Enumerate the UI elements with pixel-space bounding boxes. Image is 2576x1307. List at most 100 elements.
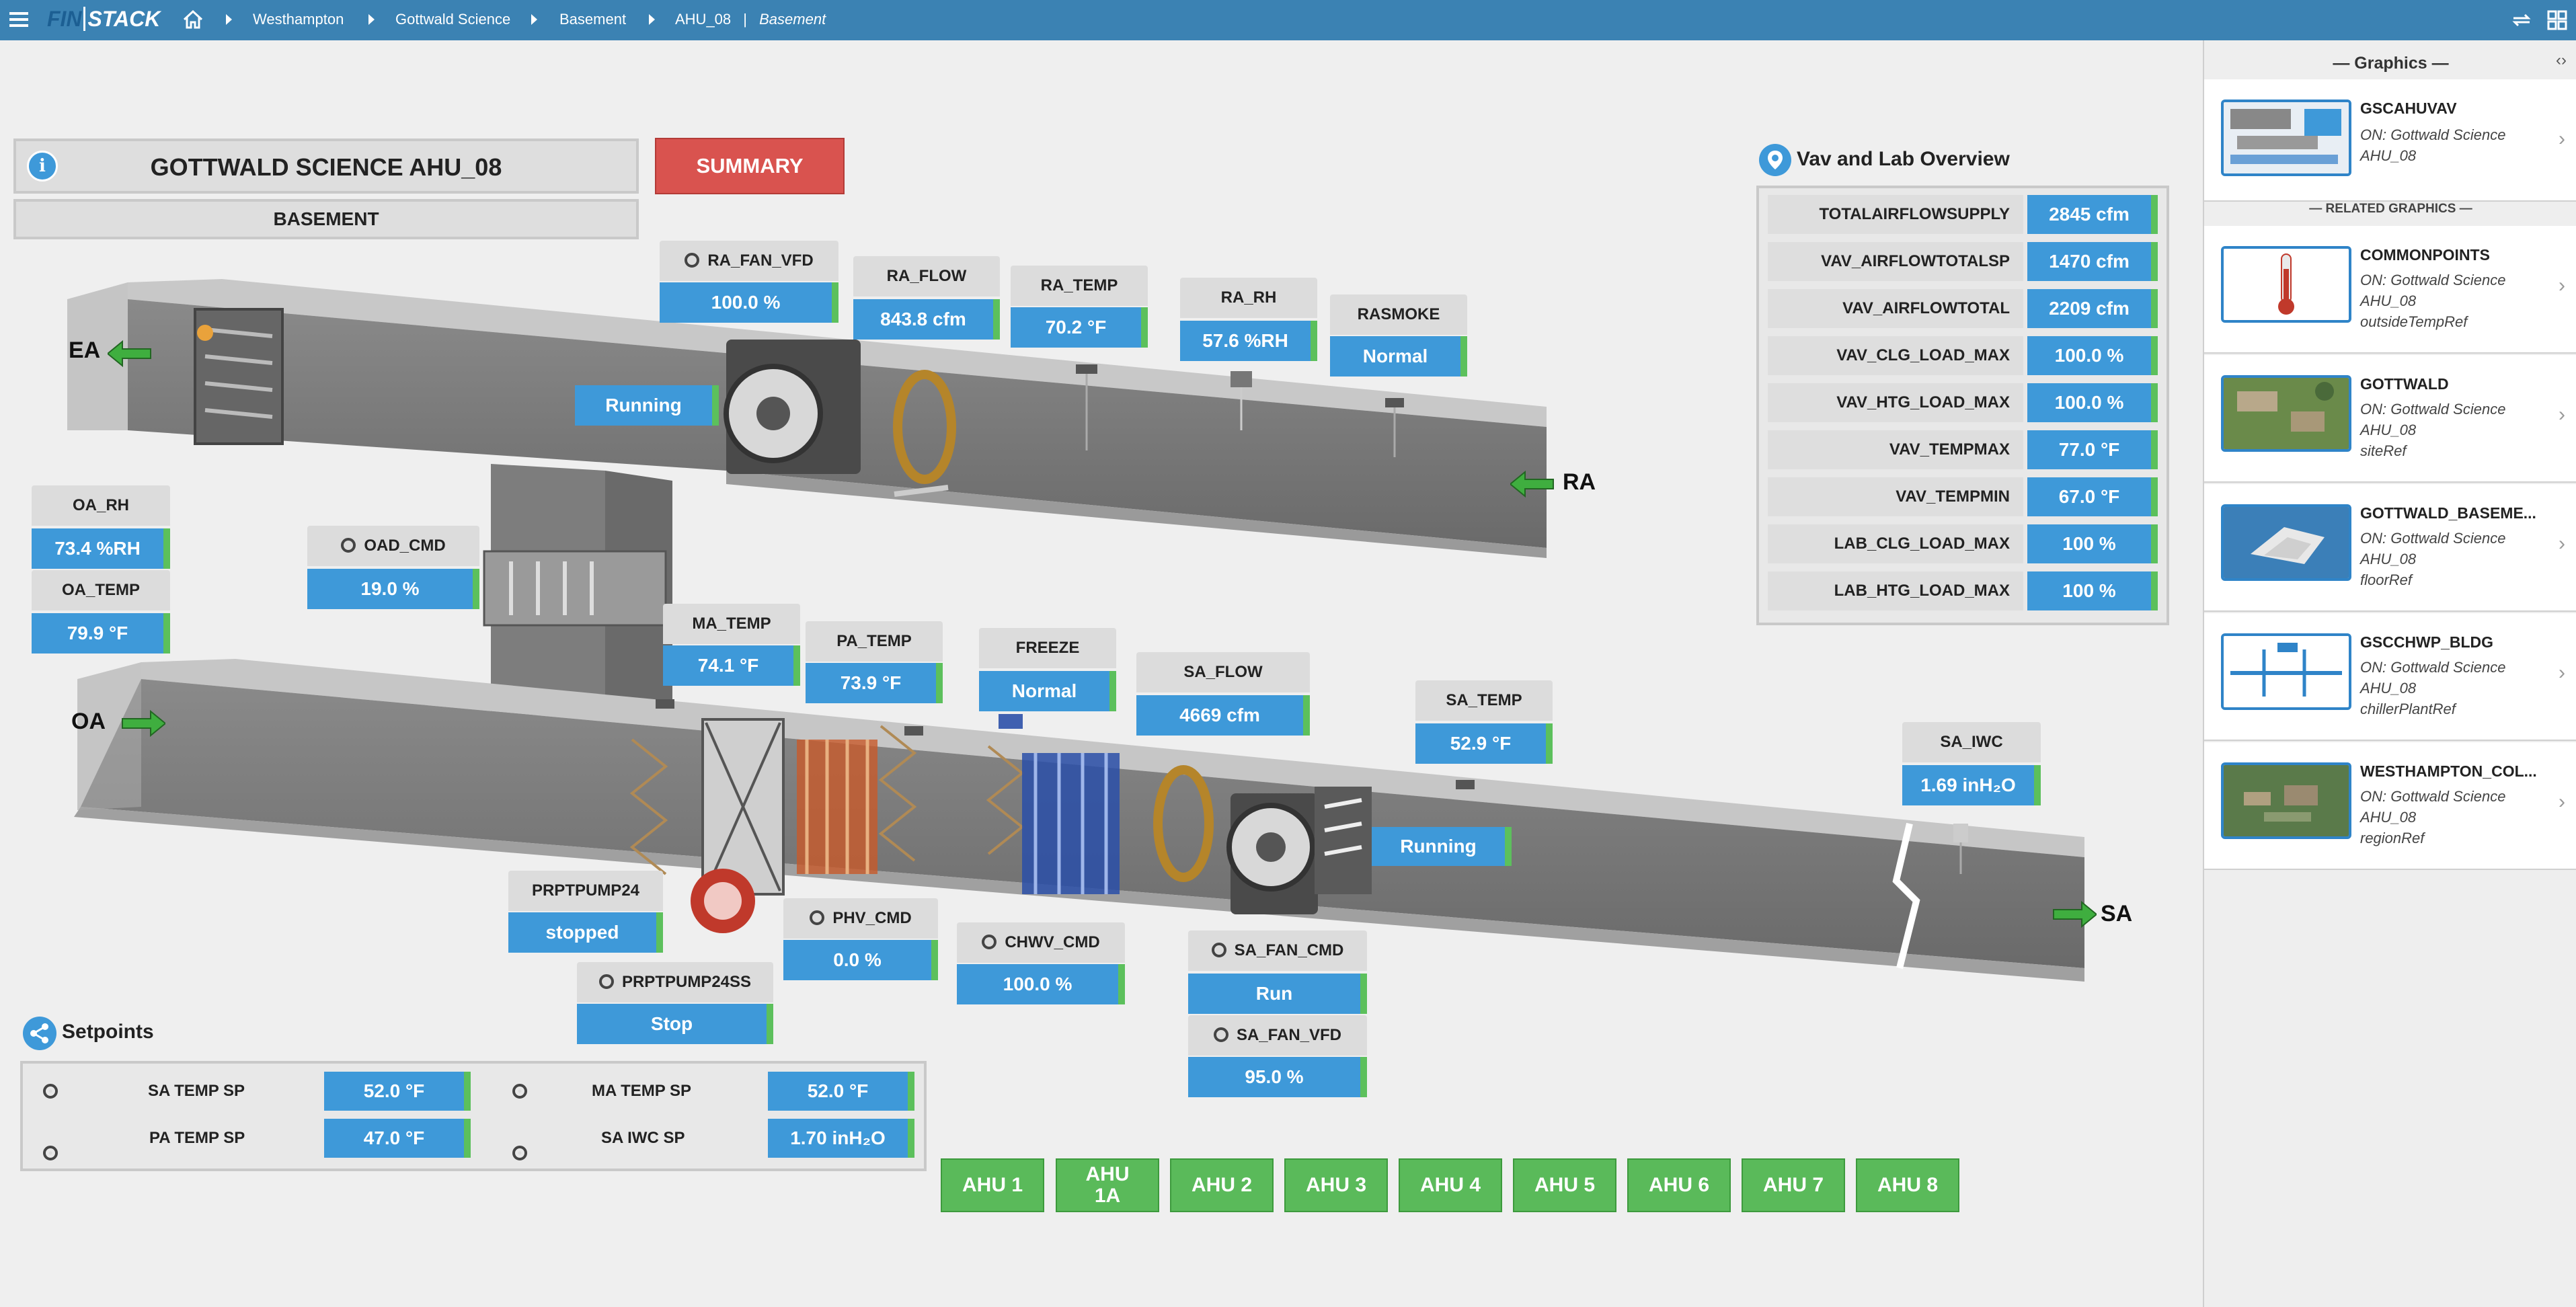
- prptpump24-widget[interactable]: PRPTPUMP24 stopped: [508, 871, 663, 953]
- sa-fan-cmd-widget[interactable]: SA_FAN_CMD Run: [1188, 930, 1367, 1014]
- ra-arrow-icon: [1510, 471, 1554, 498]
- sa-iwc-widget[interactable]: SA_IWC 1.69 inH₂O: [1902, 722, 2041, 805]
- graphic-card-gscahuvav[interactable]: GSCAHUVAV ON: Gottwald Science AHU_08 ›: [2204, 79, 2576, 202]
- oad-cmd-widget[interactable]: OAD_CMD 19.0 %: [307, 526, 479, 609]
- ahu-button-ahu-1[interactable]: AHU 1: [941, 1158, 1044, 1212]
- prptpump24-value: stopped: [508, 912, 663, 953]
- rasmoke-widget[interactable]: RASMOKE Normal: [1330, 294, 1467, 377]
- gear-icon[interactable]: [512, 1146, 528, 1160]
- card-title: GOTTWALD_BASEME...: [2360, 504, 2536, 522]
- oad-cmd-label: OAD_CMD: [307, 526, 479, 566]
- refresh-icon[interactable]: [2509, 8, 2534, 32]
- setpoint-row[interactable]: PA TEMP SP 47.0 °F SA IWC SP 1.70 inH₂O: [0, 15, 2576, 1160]
- gear-icon[interactable]: [512, 1084, 528, 1099]
- breadcrumb-gottwald-science[interactable]: Gottwald Science: [395, 11, 511, 28]
- overview-value: 67.0 °F: [2027, 477, 2158, 516]
- chevron-right-icon: ›: [2559, 791, 2565, 813]
- ahu-button-ahu-7[interactable]: AHU 7: [1742, 1158, 1845, 1212]
- ma-temp-sp-label: MA TEMP SP: [592, 1082, 692, 1100]
- breadcrumb-separator-icon: [649, 14, 655, 25]
- ahu-button-ahu-5[interactable]: AHU 5: [1513, 1158, 1616, 1212]
- pa-temp-widget[interactable]: PA_TEMP 73.9 °F: [806, 621, 943, 703]
- menu-icon[interactable]: [9, 11, 28, 28]
- panel-collapse-icon[interactable]: ‹›: [2556, 51, 2567, 69]
- sa-fan-vfd-widget[interactable]: SA_FAN_VFD 95.0 %: [1188, 1015, 1367, 1097]
- prptpump24ss-widget[interactable]: PRPTPUMP24SS Stop: [577, 962, 773, 1044]
- ra-temp-widget[interactable]: RA_TEMP 70.2 °F: [1011, 266, 1148, 348]
- ra-rh-widget[interactable]: RA_RH 57.6 %RH: [1180, 278, 1317, 361]
- breadcrumb-basement[interactable]: Basement: [559, 11, 627, 28]
- sa-temp-sp-label: SA TEMP SP: [148, 1082, 245, 1100]
- chevron-right-icon: ›: [2559, 662, 2565, 684]
- ma-temp-sp-value[interactable]: 52.0 °F: [768, 1072, 914, 1111]
- ra-flow-widget[interactable]: RA_FLOW 843.8 cfm: [853, 256, 1000, 340]
- ahu-button-ahu-4[interactable]: AHU 4: [1399, 1158, 1502, 1212]
- sa-flow-widget[interactable]: SA_FLOW 4669 cfm: [1136, 652, 1310, 736]
- card-equip: AHU_08: [2360, 422, 2417, 438]
- prptpump24ss-value: Stop: [577, 1004, 773, 1044]
- floor-subtitle-box: BASEMENT: [13, 199, 639, 239]
- gscahuvav-thumbnail: [2221, 100, 2351, 176]
- gottwald-thumbnail: [2221, 375, 2351, 452]
- chwv-cmd-widget[interactable]: CHWV_CMD 100.0 %: [957, 922, 1125, 1004]
- card-on: ON: Gottwald Science: [2360, 659, 2506, 676]
- ra-flow-value: 843.8 cfm: [853, 299, 1000, 340]
- freeze-widget[interactable]: FREEZE Normal: [979, 628, 1116, 711]
- gear-icon: [982, 934, 997, 949]
- ma-temp-value: 74.1 °F: [663, 645, 800, 686]
- ahu-button-ahu-1a[interactable]: AHU 1A: [1056, 1158, 1159, 1212]
- pa-temp-label: PA_TEMP: [806, 621, 943, 662]
- oa-temp-widget[interactable]: OA_TEMP 79.9 °F: [32, 570, 170, 654]
- ahu-button-ahu-8[interactable]: AHU 8: [1856, 1158, 1959, 1212]
- setpoint-row[interactable]: SA TEMP SP 52.0 °F MA TEMP SP 52.0 °F: [0, 0, 2576, 1111]
- ahu-button-ahu-3[interactable]: AHU 3: [1284, 1158, 1388, 1212]
- card-ref: siteRef: [2360, 442, 2407, 459]
- ahu-button-ahu-2[interactable]: AHU 2: [1170, 1158, 1274, 1212]
- gear-icon[interactable]: [43, 1146, 58, 1160]
- phv-cmd-value: 0.0 %: [783, 940, 938, 980]
- ra-temp-label: RA_TEMP: [1011, 266, 1148, 306]
- pa-temp-value: 73.9 °F: [806, 663, 943, 703]
- phv-cmd-widget[interactable]: PHV_CMD 0.0 %: [783, 898, 938, 980]
- home-icon[interactable]: [182, 8, 204, 31]
- overview-key: VAV_AIRFLOWTOTAL: [1768, 289, 2023, 328]
- overview-value: 100 %: [2027, 524, 2158, 563]
- breadcrumb-westhampton[interactable]: Westhampton: [253, 11, 344, 28]
- ra-fan-vfd-widget[interactable]: RA_FAN_VFD 100.0 %: [660, 241, 838, 323]
- sa-temp-sp-value[interactable]: 52.0 °F: [324, 1072, 471, 1111]
- ma-temp-widget[interactable]: MA_TEMP 74.1 °F: [663, 604, 800, 686]
- card-title: GSCCHWP_BLDG: [2360, 633, 2494, 651]
- oa-rh-value: 73.4 %RH: [32, 528, 170, 569]
- overview-key: VAV_AIRFLOWTOTALSP: [1768, 242, 2023, 281]
- ra-rh-label: RA_RH: [1180, 278, 1317, 318]
- sa-iwc-sp-value[interactable]: 1.70 inH₂O: [768, 1119, 914, 1158]
- sa-temp-widget[interactable]: SA_TEMP 52.9 °F: [1415, 680, 1553, 764]
- summary-button[interactable]: SUMMARY: [655, 138, 845, 194]
- pa-temp-sp-value[interactable]: 47.0 °F: [324, 1119, 471, 1158]
- breadcrumb-divider: |: [743, 11, 747, 28]
- overview-title: Vav and Lab Overview: [1797, 148, 2010, 170]
- info-icon[interactable]: i: [27, 151, 58, 182]
- panel-title: — Graphics —: [2333, 54, 2449, 73]
- app-grid-icon[interactable]: [2546, 9, 2568, 31]
- commonpoints-thumbnail: [2221, 246, 2351, 323]
- pa-temp-sp-label: PA TEMP SP: [149, 1129, 245, 1147]
- gear-icon[interactable]: [43, 1084, 58, 1099]
- ahu-button-ahu-6[interactable]: AHU 6: [1627, 1158, 1731, 1212]
- oa-rh-widget[interactable]: OA_RH 73.4 %RH: [32, 485, 170, 569]
